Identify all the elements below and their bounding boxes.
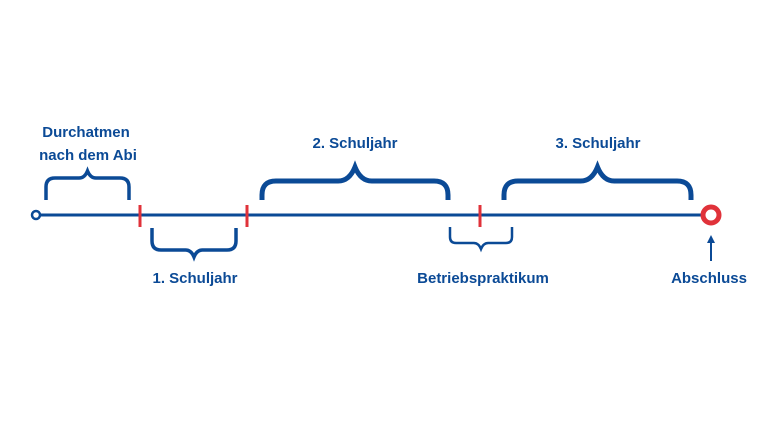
label-graduation: Abschluss [671,270,747,287]
label-year1: 1. Schuljahr [152,270,237,287]
brace-internship [448,227,514,253]
label-breathe-line2: nach dem Abi [39,147,137,164]
start-point [30,209,42,221]
label-year3: 3. Schuljahr [555,135,640,152]
end-point [700,204,722,226]
label-year2: 2. Schuljahr [312,135,397,152]
label-breathe-line1: Durchatmen [42,124,130,141]
brace-year2 [259,160,451,200]
label-internship: Betriebspraktikum [417,270,549,287]
arrow-head-icon [707,235,715,243]
brace-year3 [501,160,694,200]
brace-year1 [150,228,238,262]
brace-breathe [44,166,131,200]
